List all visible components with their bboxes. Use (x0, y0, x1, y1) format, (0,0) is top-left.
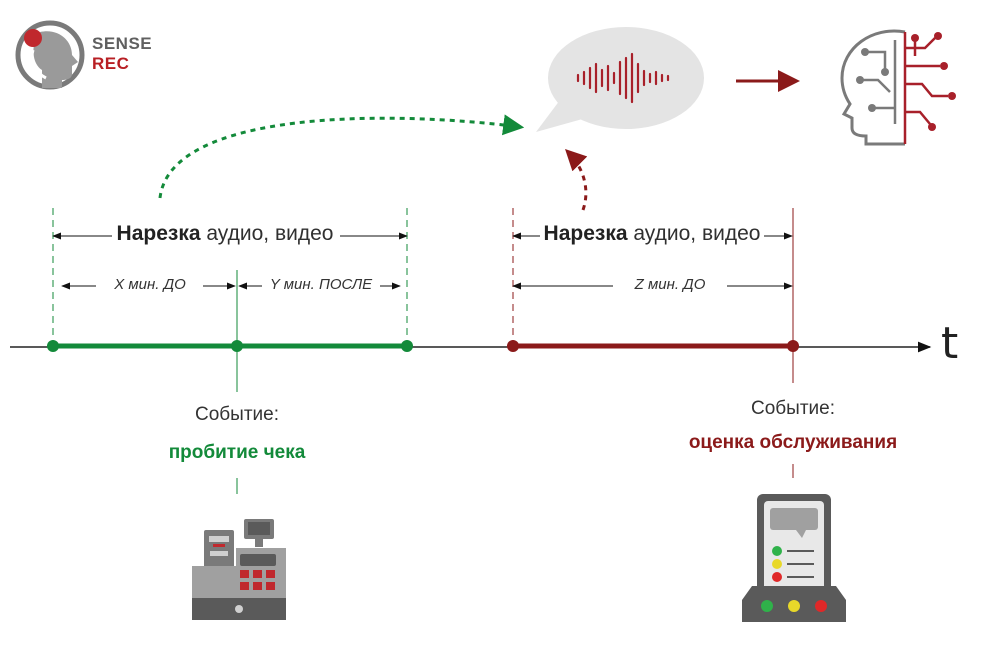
green-start-dot (47, 340, 59, 352)
red-event-dot (787, 340, 799, 352)
brand-line1: SENSE (92, 34, 153, 53)
right-before-label: Z мин. ДО (634, 276, 706, 293)
brand-line2: REC (92, 54, 130, 73)
cash-register-icon (192, 519, 286, 620)
ai-brain-head-icon (840, 29, 956, 146)
left-after-label: Y мин. ПОСЛЕ (269, 276, 373, 293)
left-cut-rest: аудио, видео (200, 222, 334, 245)
right-cut-label: Нарезка аудио, видео (538, 222, 766, 246)
logo-head-icon (15, 20, 85, 90)
right-event-title: Событие: (751, 398, 835, 419)
left-cut-arrows (52, 232, 408, 290)
time-axis-label: t (941, 318, 959, 369)
left-cut-label: Нарезка аудио, видео (110, 222, 340, 246)
green-end-dot (401, 340, 413, 352)
right-cut-arrows (512, 232, 793, 290)
arrow-right-icon (736, 70, 800, 92)
right-cut-rest: аудио, видео (627, 222, 761, 245)
red-start-dot (507, 340, 519, 352)
left-cut-bold: Нарезка (116, 222, 201, 245)
audio-bubble-icon (536, 27, 704, 132)
green-event-dot (231, 340, 243, 352)
brand-logo-text: SENSE REC (92, 34, 152, 74)
right-cut-bold: Нарезка (543, 222, 628, 245)
right-event-name: оценка обслуживания (688, 432, 898, 453)
red-flow-arrow (565, 149, 588, 211)
left-event-name: пробитие чека (168, 442, 306, 463)
green-flow-arrow (158, 114, 525, 199)
left-event-title: Событие: (195, 404, 279, 425)
feedback-terminal-icon (742, 494, 846, 622)
left-before-label: X мин. ДО (114, 276, 186, 293)
